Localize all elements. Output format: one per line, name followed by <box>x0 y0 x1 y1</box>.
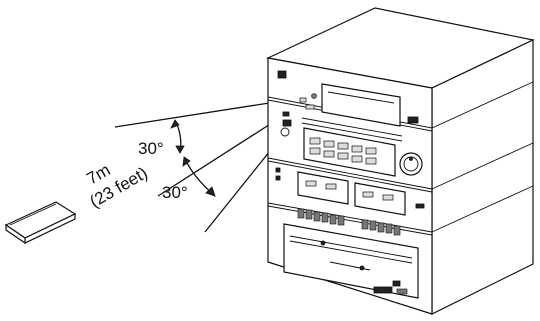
angle-label-upper: 30° <box>138 139 164 158</box>
power-button <box>277 70 287 79</box>
volume-knob <box>399 152 423 176</box>
angle-arc-upper <box>170 119 185 154</box>
stereo-system-icon <box>266 7 535 315</box>
cassette-door-right <box>354 182 406 216</box>
angle-label-lower: 30° <box>162 183 188 202</box>
top-right-button <box>407 116 419 124</box>
cd-tray <box>283 223 419 299</box>
cassette-door-left <box>297 171 349 205</box>
angle-arc-lower <box>182 156 216 197</box>
remote-control-icon <box>4 201 77 245</box>
cd-button-row <box>297 208 401 236</box>
ir-sensor-icon <box>311 93 317 99</box>
